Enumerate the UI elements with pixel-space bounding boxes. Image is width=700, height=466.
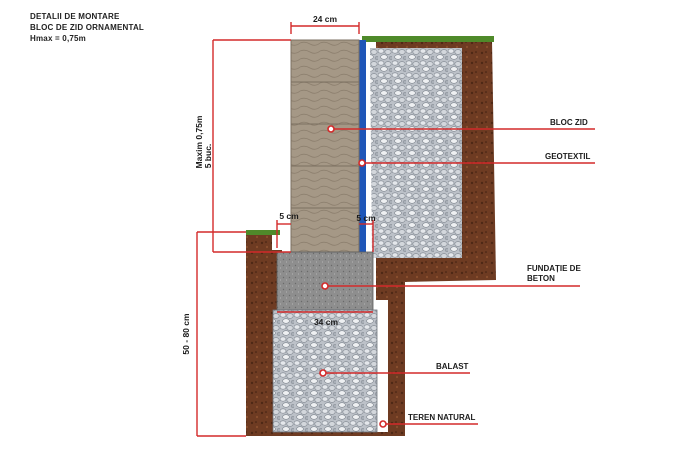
label-fundatie-line2: BETON xyxy=(527,274,555,283)
wall-block xyxy=(290,207,360,253)
dim-offset-left: 5 cm xyxy=(279,211,299,221)
grass-lower xyxy=(246,230,280,235)
dim-offset-right: 5 cm xyxy=(356,213,376,223)
wall-block xyxy=(290,123,360,167)
title-line-3: Hmax = 0,75m xyxy=(30,34,86,43)
dim-wall-width: 24 cm xyxy=(313,14,338,24)
dim-max-height: Maxim 0,75m xyxy=(194,115,204,168)
grass-upper xyxy=(362,36,494,42)
leader-dots xyxy=(319,125,387,428)
label-bloc-zid: BLOC ZID xyxy=(550,118,588,127)
wall-block xyxy=(290,81,360,125)
wall-blocks xyxy=(290,39,360,253)
annotation-lines xyxy=(196,22,595,437)
dim-block-count: 5 buc. xyxy=(203,144,213,169)
title-line-1: DETALII DE MONTARE xyxy=(30,12,120,21)
label-teren-natural: TEREN NATURAL xyxy=(408,413,476,422)
geotextile-strip xyxy=(359,40,366,252)
label-geotextil: GEOTEXTIL xyxy=(545,152,590,161)
label-fundatie-line1: FUNDAȚIE DE xyxy=(527,264,581,273)
title-line-2: BLOC DE ZID ORNAMENTAL xyxy=(30,23,145,32)
concrete-foundation xyxy=(276,251,374,311)
diagram-title: DETALII DE MONTARE BLOC DE ZID ORNAMENTA… xyxy=(30,11,144,44)
label-balast: BALAST xyxy=(436,362,469,371)
wall-block xyxy=(290,165,360,209)
wall-block xyxy=(290,39,360,83)
dim-base-width: 34 cm xyxy=(314,317,339,327)
dim-foundation-depth: 50 - 80 cm xyxy=(181,313,191,355)
gravel-backfill xyxy=(370,48,462,258)
